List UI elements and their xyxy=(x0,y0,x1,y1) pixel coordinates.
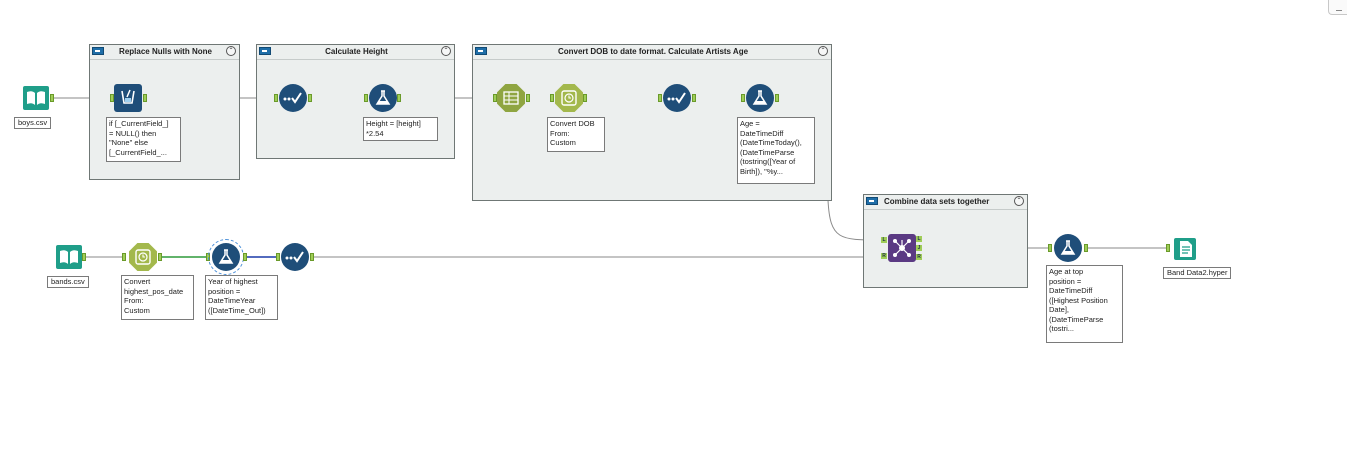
container-icon xyxy=(92,47,104,55)
output-anchor[interactable] xyxy=(1084,244,1088,252)
join-join-output-anchor[interactable]: J xyxy=(916,245,922,251)
join-right-output-anchor[interactable]: R xyxy=(916,254,922,260)
age-annotation: Age = DateTimeDiff (DateTimeToday(), (Da… xyxy=(737,117,815,184)
input-anchor[interactable] xyxy=(110,94,114,102)
multi-field-formula-tool[interactable] xyxy=(114,84,142,112)
output-anchor[interactable] xyxy=(143,94,147,102)
input-anchor[interactable] xyxy=(493,94,497,102)
output-anchor[interactable] xyxy=(692,94,696,102)
output-label: Band Data2.hyper xyxy=(1163,267,1232,279)
height-formula-tool[interactable] xyxy=(369,84,397,112)
container-icon xyxy=(475,47,487,55)
input-anchor[interactable] xyxy=(1166,244,1170,252)
output-anchor[interactable] xyxy=(82,253,86,261)
input-anchor[interactable] xyxy=(741,94,745,102)
select-tool-2[interactable] xyxy=(663,84,691,112)
select-check-icon xyxy=(667,92,686,104)
height-annotation: Height = [height] *2.54 xyxy=(363,117,438,141)
input-anchor[interactable] xyxy=(122,253,126,261)
container-title: Combine data sets together xyxy=(884,197,990,206)
input-anchor[interactable] xyxy=(364,94,368,102)
join-left-input-anchor[interactable]: L xyxy=(881,237,887,243)
collapse-button[interactable]: ⌃ xyxy=(441,46,451,56)
year-annotation: Year of highest position = DateTimeYear … xyxy=(205,275,278,320)
output-anchor[interactable] xyxy=(526,94,530,102)
multi-formula-icon xyxy=(121,89,135,104)
output-tool[interactable] xyxy=(1171,235,1199,263)
container-title: Replace Nulls with None xyxy=(119,47,212,56)
bands-input-tool[interactable] xyxy=(55,243,83,271)
input-anchor[interactable] xyxy=(658,94,662,102)
collapse-button[interactable]: ⌃ xyxy=(226,46,236,56)
select-check-icon xyxy=(283,92,302,104)
input-anchor[interactable] xyxy=(1048,244,1052,252)
autofield-tool[interactable] xyxy=(497,84,525,112)
input-anchor[interactable] xyxy=(550,94,554,102)
container-icon xyxy=(866,197,878,205)
input-anchor[interactable] xyxy=(274,94,278,102)
datetime-clock-icon xyxy=(561,90,577,106)
pos-annotation: Convert highest_pos_date From: Custom xyxy=(121,275,194,320)
output-anchor[interactable] xyxy=(310,253,314,261)
age-top-formula-tool[interactable] xyxy=(1054,234,1082,262)
datetime-clock-icon xyxy=(135,249,151,265)
formula-flask-icon xyxy=(1060,240,1076,255)
age-formula-tool[interactable] xyxy=(746,84,774,112)
dob-annotation: Convert DOB From: Custom xyxy=(547,117,605,152)
output-anchor[interactable] xyxy=(775,94,779,102)
join-tool[interactable] xyxy=(888,234,916,262)
output-anchor[interactable] xyxy=(308,94,312,102)
output-anchor[interactable] xyxy=(583,94,587,102)
bands-input-label: bands.csv xyxy=(47,276,89,288)
formula-flask-icon xyxy=(375,90,391,105)
join-right-input-anchor[interactable]: R xyxy=(881,253,887,259)
join-network-icon xyxy=(893,239,911,257)
output-anchor[interactable] xyxy=(50,94,54,102)
output-anchor[interactable] xyxy=(397,94,401,102)
output-file-icon xyxy=(1174,238,1196,260)
book-input-icon xyxy=(56,245,82,269)
collapse-button[interactable]: ⌃ xyxy=(818,46,828,56)
container-title: Calculate Height xyxy=(325,47,388,56)
formula-flask-icon xyxy=(218,249,234,264)
output-anchor[interactable] xyxy=(158,253,162,261)
boys-input-label: boys.csv xyxy=(14,117,52,129)
container-header[interactable]: Calculate Height ⌃ xyxy=(257,45,454,60)
select-tool[interactable] xyxy=(279,84,307,112)
year-formula-tool[interactable] xyxy=(208,239,244,275)
join-left-output-anchor[interactable]: L xyxy=(916,236,922,242)
container-title: Convert DOB to date format. Calculate Ar… xyxy=(557,47,749,56)
output-anchor[interactable] xyxy=(243,253,247,261)
boys-input-tool[interactable] xyxy=(22,84,50,112)
book-input-icon xyxy=(23,86,49,110)
container-header[interactable]: Combine data sets together ⌃ xyxy=(864,195,1027,210)
autofield-icon xyxy=(503,91,519,105)
formula-flask-icon xyxy=(752,90,768,105)
collapse-button[interactable]: ⌃ xyxy=(1014,196,1024,206)
dob-datetime-tool[interactable] xyxy=(555,84,583,112)
container-header[interactable]: Replace Nulls with None ⌃ xyxy=(90,45,239,60)
panel-corner-tab[interactable] xyxy=(1328,0,1347,15)
select-check-icon xyxy=(285,251,304,263)
container-header[interactable]: Convert DOB to date format. Calculate Ar… xyxy=(473,45,831,60)
input-anchor[interactable] xyxy=(276,253,280,261)
container-icon xyxy=(259,47,271,55)
age-top-annotation: Age at top position = DateTimeDiff ([Hig… xyxy=(1046,265,1123,343)
mff-annotation: if [_CurrentField_] = NULL() then "None"… xyxy=(106,117,181,162)
select-tool-3[interactable] xyxy=(281,243,309,271)
pos-datetime-tool[interactable] xyxy=(129,243,157,271)
input-anchor[interactable] xyxy=(206,253,210,261)
